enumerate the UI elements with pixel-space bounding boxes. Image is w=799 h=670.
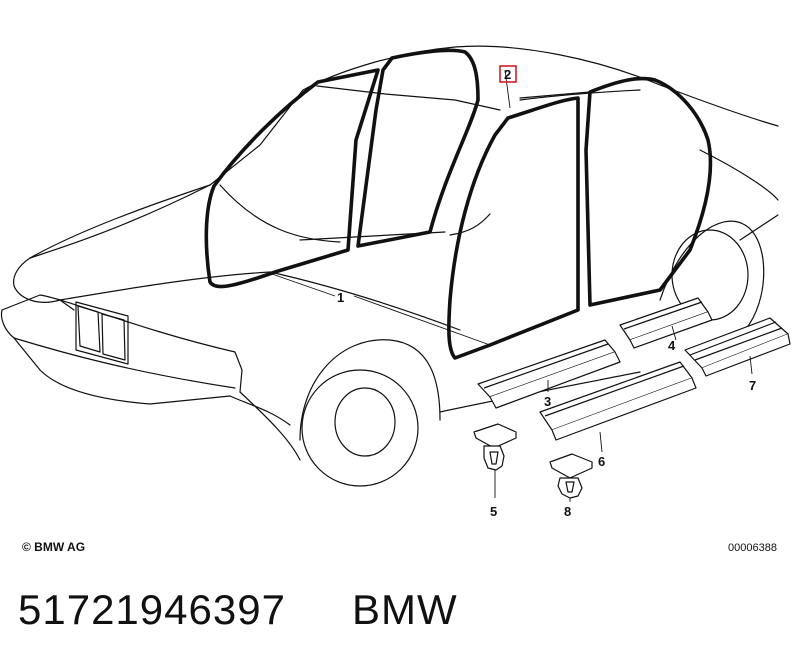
callout-2: 2 — [504, 67, 511, 82]
rear-door-seal — [447, 96, 580, 360]
front-window-frame — [356, 48, 480, 248]
callout-6: 6 — [598, 454, 605, 469]
front-door-seal — [204, 68, 380, 289]
clip-8 — [549, 453, 593, 499]
callout-7: 7 — [749, 378, 756, 393]
leader-lines — [271, 69, 753, 502]
part-number: 51721946397 — [18, 586, 286, 633]
callout-2-highlight — [499, 65, 517, 83]
callout-1: 1 — [337, 290, 344, 305]
clip-5 — [473, 423, 517, 471]
rear-window-frame — [584, 76, 713, 307]
copyright-notice: © BMW AG — [22, 540, 86, 554]
callout-labels: 1 2 3 4 5 6 7 8 — [337, 65, 756, 519]
callout-3: 3 — [544, 394, 551, 409]
car-body-outline — [0, 45, 779, 487]
callout-4: 4 — [668, 338, 676, 353]
brand-name: BMW — [352, 586, 458, 633]
callout-8: 8 — [564, 504, 571, 519]
callout-5: 5 — [490, 504, 497, 519]
diagram-id: 00006388 — [728, 542, 777, 554]
sill-strips — [477, 297, 791, 441]
door-seals — [204, 48, 713, 360]
